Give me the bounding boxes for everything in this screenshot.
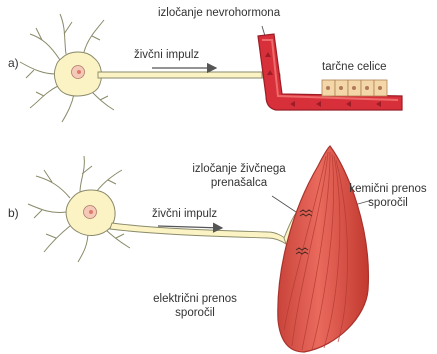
- panel-a-label: a): [8, 56, 19, 70]
- neuron-a: [20, 14, 280, 122]
- target-cells-label: tarčne celice: [322, 60, 387, 74]
- chemical-transmission-line1: kemični prenos: [342, 182, 434, 196]
- transmitter-release-label: izločanje živčnega prenašalca: [174, 162, 304, 190]
- transmitter-release-line2: prenašalca: [174, 176, 304, 190]
- electrical-transmission-label: električni prenos sporočil: [140, 292, 250, 320]
- impulse-label-b: živčni impulz: [152, 207, 217, 221]
- neuron-b-axon: [110, 223, 288, 244]
- release-pointer: [272, 196, 296, 212]
- panel-b-label: b): [8, 206, 19, 220]
- neuron-a-axon: [98, 72, 262, 78]
- chemical-transmission-line2: sporočil: [342, 196, 434, 210]
- neurohormone-release-label: izločanje nevrohormona: [158, 6, 280, 20]
- neuron-a-nucleolus: [77, 70, 81, 74]
- neuron-b-nucleolus: [89, 210, 93, 214]
- electrical-transmission-line2: sporočil: [140, 306, 250, 320]
- electrical-transmission-line1: električni prenos: [140, 292, 250, 306]
- transmitter-release-line1: izločanje živčnega: [174, 162, 304, 176]
- chemical-transmission-label: kemični prenos sporočil: [342, 182, 434, 210]
- target-cells: [322, 80, 387, 96]
- impulse-label-a: živčni impulz: [134, 48, 199, 62]
